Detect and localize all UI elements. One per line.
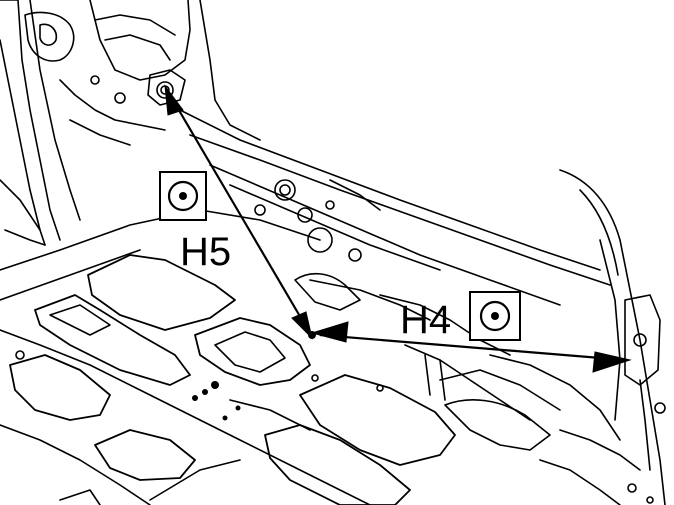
h4-measurement-label: H4 (400, 291, 521, 342)
floor-panels (0, 209, 654, 505)
rear-wall-band (179, 109, 611, 306)
h5-arrowhead-top (164, 84, 184, 116)
floor-measurement-point (308, 331, 316, 339)
h4-arrowhead-right (592, 351, 632, 373)
right-pillar-structure (559, 169, 666, 505)
h4-label-text: H4 (400, 298, 451, 342)
h5-measurement-label: H5 (159, 171, 231, 274)
measurement-arrows (160, 84, 632, 373)
h5-label-text: H5 (180, 230, 231, 274)
h4-arrowhead-left (310, 321, 349, 343)
left-pillar-structure (0, 0, 261, 246)
upper-measurement-point (160, 85, 170, 95)
measurement-point-icon (167, 180, 199, 212)
measurement-point-icon (479, 300, 511, 332)
h4-dimension-line (319, 333, 626, 362)
h5-arrowhead-bottom (291, 311, 313, 340)
h5-dimension-line (169, 94, 309, 331)
